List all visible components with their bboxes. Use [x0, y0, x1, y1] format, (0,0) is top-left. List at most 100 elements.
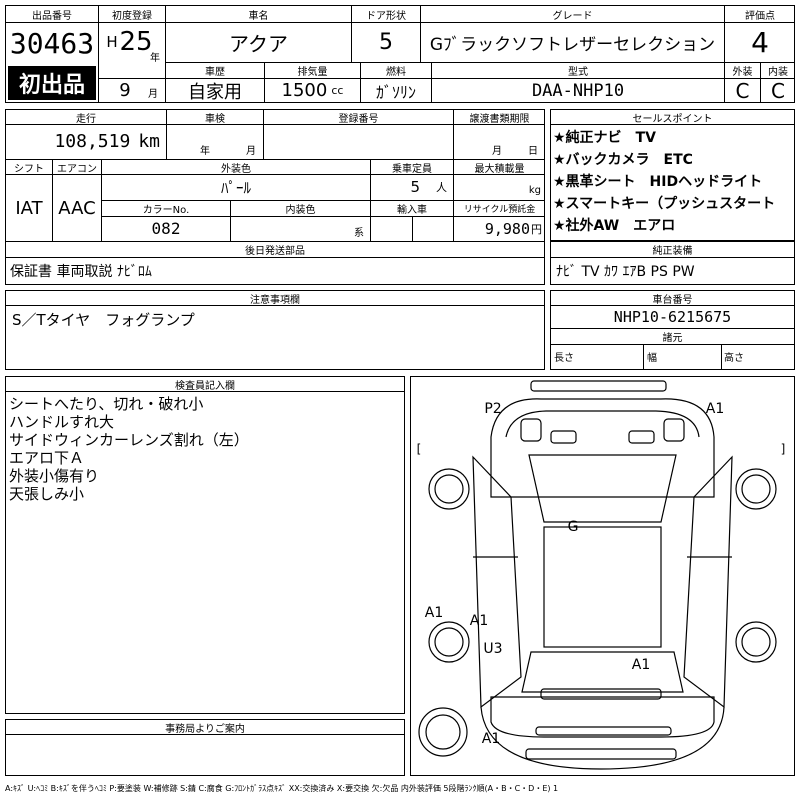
import-label: 輸入車 — [397, 205, 427, 216]
inspector-notes: シートへたり、切れ・破れ小 ハンドルすれ大 サイドウィンカーレンズ割れ（左） エ… — [9, 395, 399, 503]
history: 自家用 — [188, 81, 242, 103]
recycle-value: 9,980 — [484, 219, 530, 238]
score: 4 — [751, 26, 769, 59]
inspector-line: ハンドルすれ大 — [9, 413, 115, 431]
specs-height: 高さ — [724, 352, 744, 364]
damage-mark: G — [567, 519, 579, 535]
notes-box — [5, 290, 545, 370]
transfer-label: 譲渡書類期限 — [469, 113, 530, 125]
first-reg-year: 25 — [119, 27, 153, 57]
sales-points-list: ★純正ナビ TV ★バックカメラ ETC ★黒革シート HIDヘッドライト ★ス… — [553, 127, 793, 237]
damage-mark: A1 — [631, 657, 651, 673]
sales-point-item: ★スマートキー（プッシュスタート — [553, 196, 776, 212]
damage-mark: A1 — [469, 613, 489, 629]
header-table — [5, 5, 795, 103]
shift-label: シフト — [14, 163, 44, 175]
legend: A:ｷｽﾞ U:ﾍｺﾐ B:ｷｽﾞを伴うﾍｺﾐ P:要塗装 W:補修跡 S:錆 … — [5, 783, 559, 793]
fuel-label: 燃料 — [386, 67, 406, 78]
car-name-label: 車名 — [248, 10, 269, 22]
doors-label: ドア形状 — [366, 10, 406, 22]
capacity-label: 乗車定員 — [392, 163, 432, 175]
car-diagram-drawing — [418, 380, 777, 770]
damage-mark: A1 — [481, 731, 501, 747]
equipment-box — [550, 241, 795, 285]
mileage-value: 108,519 — [54, 131, 131, 152]
max-load-label: 最大積載量 — [474, 163, 525, 175]
specs-width: 幅 — [647, 352, 657, 364]
equipment: ﾅﾋﾞ TV ｶﾜ ｴｱB PS PW — [556, 264, 695, 280]
displacement-value: 1500 — [281, 80, 328, 101]
first-reg-era: H — [106, 33, 118, 51]
ext-color-label: 外装色 — [221, 163, 251, 175]
lot-label: 出品番号 — [32, 10, 72, 22]
inspector-line: 天張しみ小 — [9, 485, 85, 503]
aircon-label: エアコン — [57, 163, 97, 175]
score-ext-label: 外装 — [732, 67, 753, 78]
inspector-box — [5, 376, 405, 714]
first-reg-year-unit: 年 — [150, 52, 160, 64]
first-contest-badge: 初出品 — [8, 66, 96, 100]
capacity: 5 人 — [371, 175, 453, 199]
sales-label: セールスポイント — [632, 113, 713, 125]
displacement-label: 排気量 — [297, 67, 328, 78]
first-reg-label: 初度登録 — [112, 10, 152, 22]
bracket-open: [ — [416, 442, 422, 456]
inspector-line: 外装小傷有り — [9, 467, 100, 485]
recycle-label: リサイクル預託金 — [463, 205, 536, 215]
first-reg-month-unit: 月 — [148, 88, 158, 100]
damage-mark: U3 — [483, 641, 503, 657]
car-name: アクア — [229, 32, 288, 56]
int-color-label: 内装色 — [285, 205, 316, 216]
sales-point-item: ★社外AW エアロ — [553, 218, 676, 234]
lot-number: 30463 — [9, 26, 95, 60]
score-int: C — [771, 78, 785, 103]
mileage-label: 走行 — [76, 113, 96, 125]
chassis-number: NHP10-6215675 — [613, 308, 732, 326]
color-no-label: カラーNo. — [142, 205, 190, 216]
sales-point-item: ★黒革シート HIDヘッドライト — [553, 174, 763, 190]
displacement-unit: cc — [331, 84, 344, 97]
sales-points-box — [550, 109, 795, 241]
specs-length: 長さ — [554, 352, 574, 364]
post-parts-label: 後日発送部品 — [6, 242, 544, 257]
grade-label: グレード — [552, 10, 593, 22]
int-color-unit: 系 — [354, 227, 364, 239]
capacity-value: 5 — [410, 178, 420, 196]
first-reg-month: 9 — [119, 80, 131, 101]
doors: 5 — [379, 30, 393, 55]
inspection-label: 車検 — [205, 113, 225, 125]
damage-mark: A1 — [424, 605, 444, 621]
grade: Gﾌﾞラックソフトレザーセレクション — [429, 35, 716, 55]
recycle: 9,980 円 — [454, 217, 545, 240]
history-label: 車歴 — [205, 67, 225, 78]
score-ext: C — [735, 78, 750, 103]
damage-mark: P2 — [484, 401, 502, 417]
chassis-label: 車台番号 — [652, 294, 693, 306]
color-no: 082 — [151, 219, 181, 238]
transfer-month-unit: 月 — [492, 145, 502, 157]
specs-label: 諸元 — [662, 333, 683, 344]
shift: IAT — [15, 197, 43, 219]
inspector-label: 検査員記入欄 — [175, 380, 235, 392]
ext-color: ﾊﾟｰﾙ — [220, 178, 251, 197]
recycle-unit: 円 — [531, 222, 542, 236]
max-load-unit: kg — [528, 184, 541, 196]
sales-point-item: ★純正ナビ TV — [553, 130, 656, 146]
car-diagram: [ ] P2 A1 G A1 A1 U3 A1 A1 — [410, 376, 795, 776]
inspector-line: シートへたり、切れ・破れ小 — [9, 395, 204, 413]
aircon: AAC — [58, 197, 96, 219]
sales-point-item: ★バックカメラ ETC — [553, 152, 693, 168]
fuel: ｶﾞｿﾘﾝ — [375, 82, 416, 102]
model-label: 型式 — [568, 67, 588, 78]
reg-no-label: 登録番号 — [338, 113, 379, 125]
mileage: 108,519 km — [6, 125, 166, 158]
displacement: 1500 cc — [265, 79, 360, 102]
inspection-month-unit: 月 — [246, 145, 256, 157]
mileage-unit: km — [138, 131, 160, 152]
office-box — [5, 719, 405, 776]
model: DAA-NHP10 — [531, 80, 625, 101]
office-label: 事務局よりご案内 — [165, 723, 245, 735]
inspector-line: エアロ下Ａ — [9, 449, 85, 467]
inspection-year-unit: 年 — [200, 145, 210, 157]
post-parts: 保証書 車両取説 ﾅﾋﾞﾛﾑ — [10, 264, 152, 280]
